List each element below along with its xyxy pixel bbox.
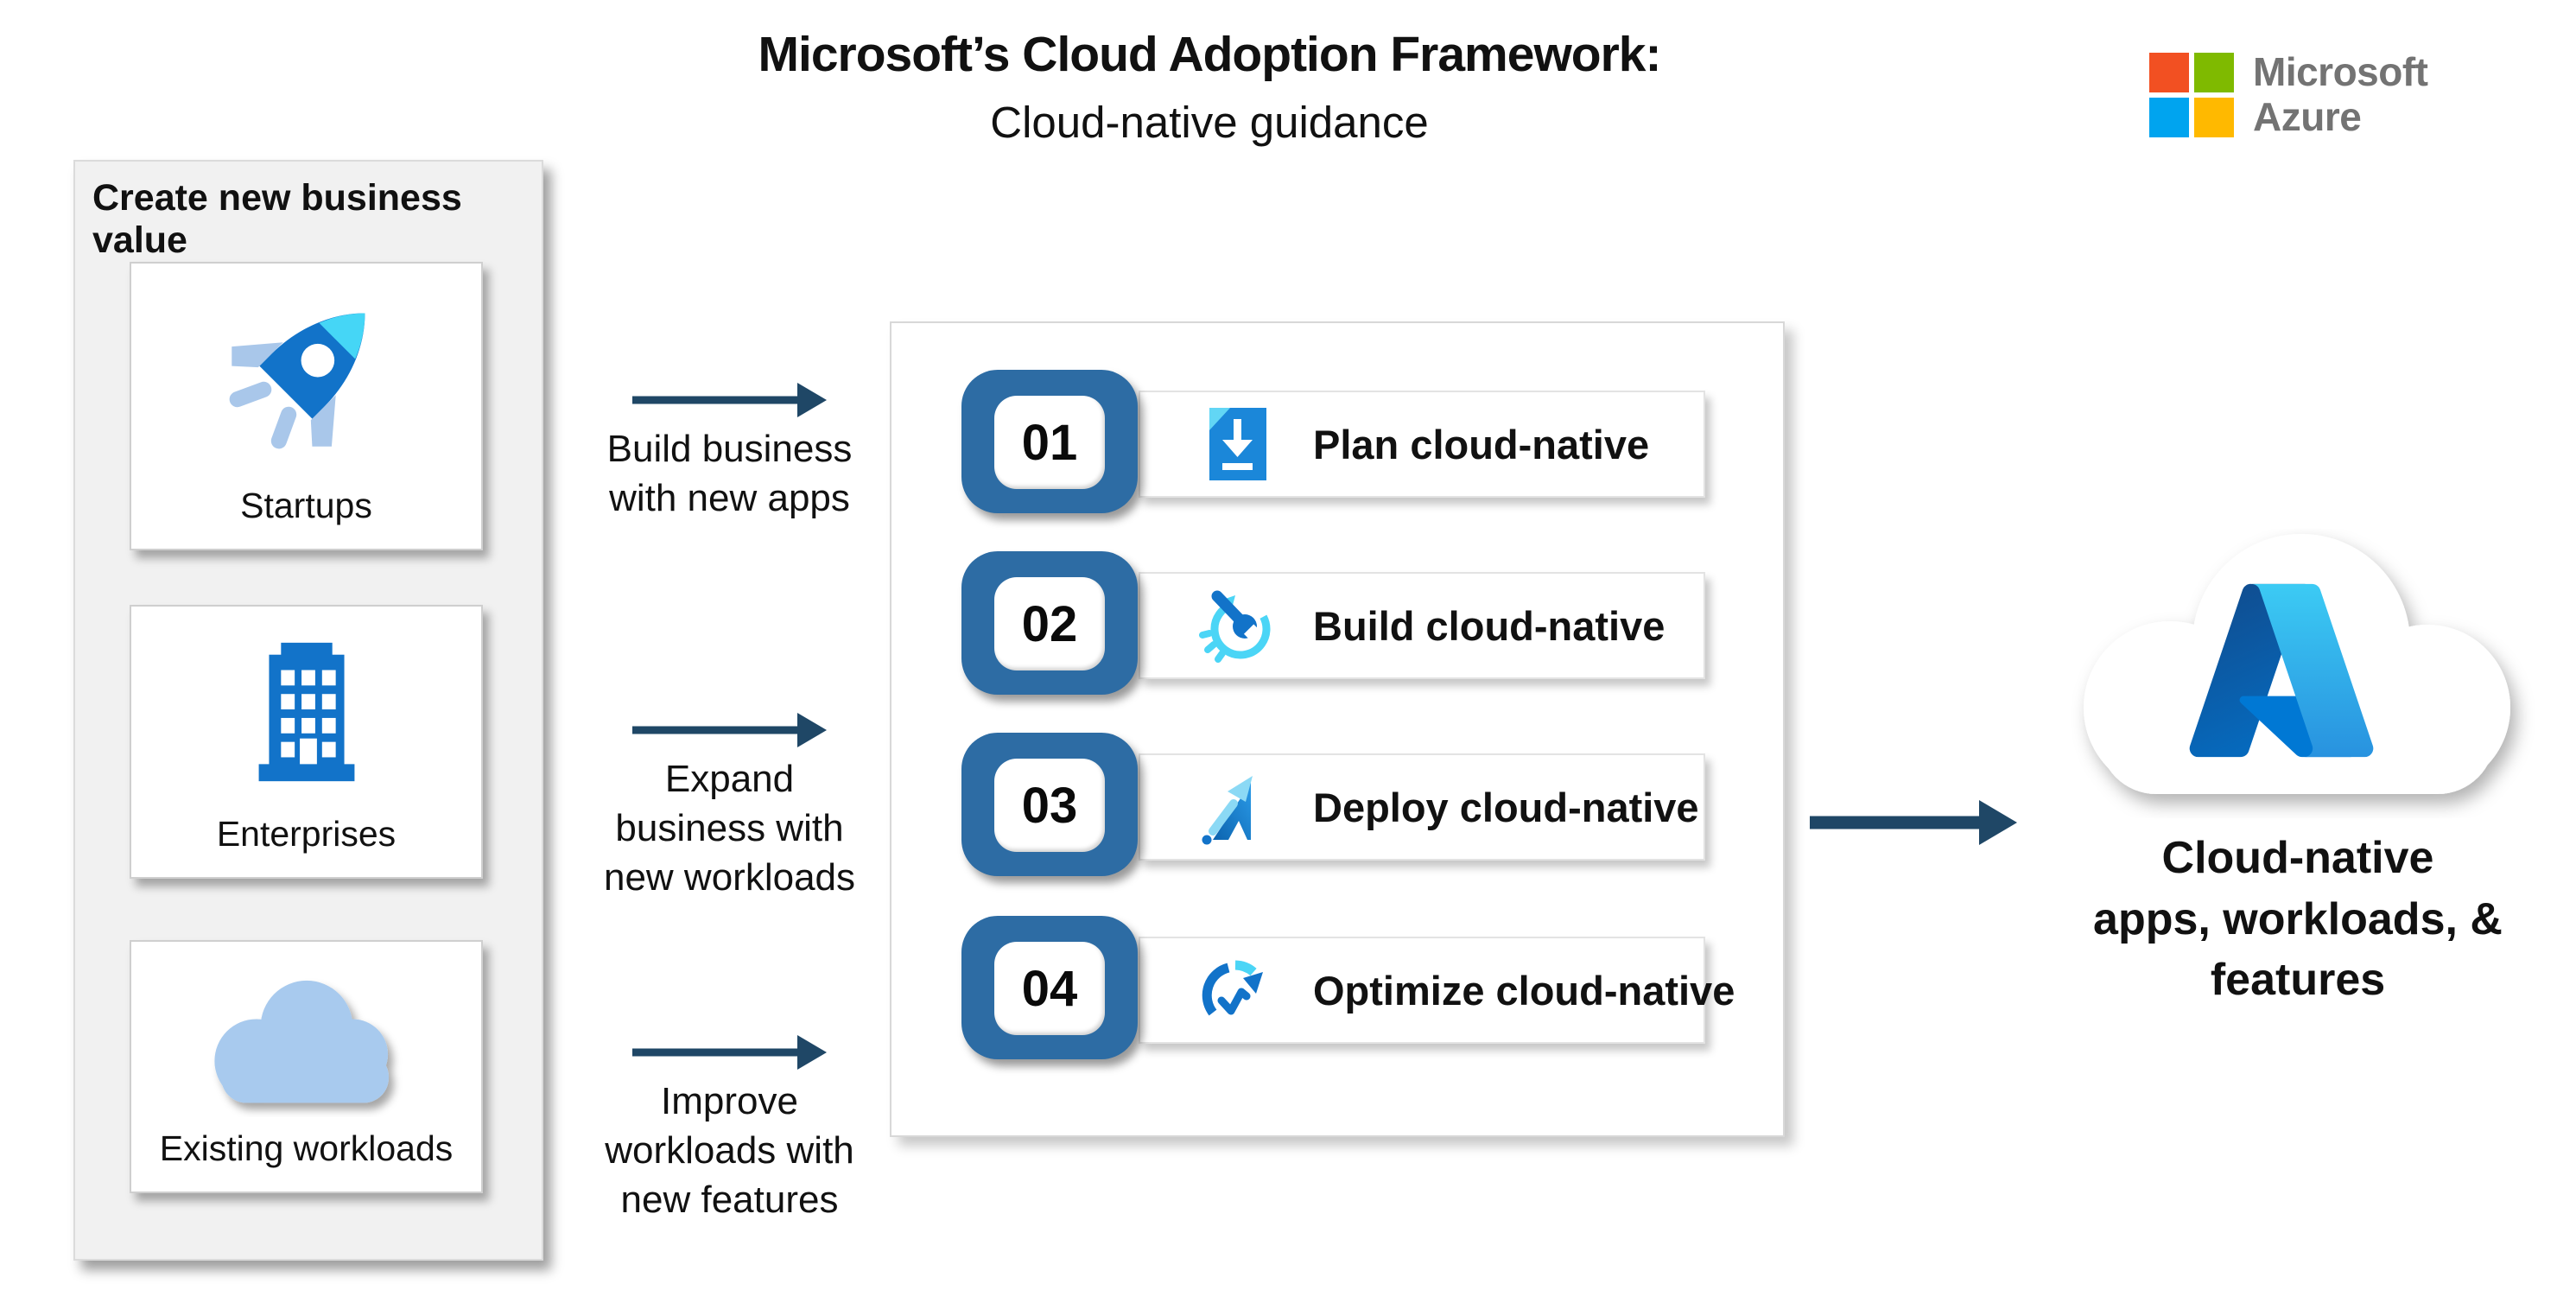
- microsoft-logo-icon: [2149, 52, 2234, 137]
- gauge-growth-icon: [1196, 949, 1278, 1032]
- step-2-badge: 02: [961, 551, 1138, 695]
- flow-expand-business-label: Expand business with new workloads: [603, 758, 856, 899]
- step-1-number: 01: [1021, 414, 1078, 471]
- office-building-icon: [131, 631, 481, 795]
- ms-square-green: [2194, 52, 2234, 92]
- cloud-icon: [131, 975, 481, 1117]
- right-arrow-icon: [632, 710, 827, 750]
- step-2-row: Build cloud-native: [1139, 572, 1705, 679]
- step-1-label: Plan cloud-native: [1313, 421, 1650, 467]
- ms-square-yellow: [2194, 97, 2234, 137]
- flow-build-business-label: Build business with new apps: [606, 428, 853, 519]
- step-3-badge: 03: [961, 733, 1138, 876]
- wrench-speed-icon: [1196, 584, 1278, 667]
- title-line-1: Microsoft’s Cloud Adoption Framework:: [758, 27, 1662, 82]
- startups-label: Startups: [240, 486, 372, 525]
- ms-square-red: [2149, 52, 2189, 92]
- right-arrow-icon: [632, 380, 827, 420]
- wordmark-azure: Azure: [2253, 93, 2362, 139]
- existing-workloads-card: Existing workloads: [130, 940, 483, 1193]
- microsoft-azure-logo: Microsoft Azure: [2149, 49, 2428, 140]
- step-4-badge: 04: [961, 916, 1138, 1059]
- output-label: Cloud-native apps, workloads, & features: [2093, 833, 2503, 1006]
- create-business-value-panel: Create new business value Startups: [73, 160, 543, 1261]
- microsoft-azure-wordmark: Microsoft Azure: [2253, 49, 2428, 140]
- step-2-number: 02: [1021, 595, 1078, 652]
- step-1-badge: 01: [961, 370, 1138, 513]
- enterprises-label: Enterprises: [216, 814, 397, 854]
- step-3-row: Deploy cloud-native: [1139, 753, 1705, 861]
- flow-improve-workloads: Improve workloads with new features: [563, 1033, 896, 1224]
- right-arrow-icon: [632, 1033, 827, 1072]
- step-3-number: 03: [1021, 777, 1078, 834]
- flow-improve-workloads-label: Improve workloads with new features: [605, 1080, 854, 1221]
- output-arrow-icon: [1810, 800, 2017, 845]
- step-4-label: Optimize cloud-native: [1313, 967, 1735, 1014]
- existing-workloads-label: Existing workloads: [159, 1128, 454, 1168]
- title-line-2: Cloud-native guidance: [990, 98, 1429, 147]
- enterprises-card: Enterprises: [130, 605, 483, 879]
- step-1-row: Plan cloud-native: [1139, 391, 1705, 498]
- step-3-label: Deploy cloud-native: [1313, 784, 1699, 830]
- azure-logo-icon: [2181, 570, 2382, 771]
- step-4-row: Optimize cloud-native: [1139, 937, 1735, 1044]
- rocket-icon: [131, 277, 481, 466]
- launch-arrow-icon: [1196, 766, 1278, 848]
- step-4-number: 04: [1021, 960, 1078, 1017]
- download-document-icon: [1196, 403, 1278, 486]
- flow-expand-business: Expand business with new workloads: [563, 710, 896, 902]
- page-title: Microsoft’s Cloud Adoption Framework: Cl…: [354, 26, 2065, 148]
- wordmark-microsoft: Microsoft: [2253, 49, 2428, 94]
- ms-square-blue: [2149, 97, 2189, 137]
- left-panel-header: Create new business value: [92, 177, 462, 261]
- step-2-label: Build cloud-native: [1313, 602, 1666, 649]
- flow-build-business: Build business with new apps: [563, 380, 896, 524]
- startups-card: Startups: [130, 262, 483, 550]
